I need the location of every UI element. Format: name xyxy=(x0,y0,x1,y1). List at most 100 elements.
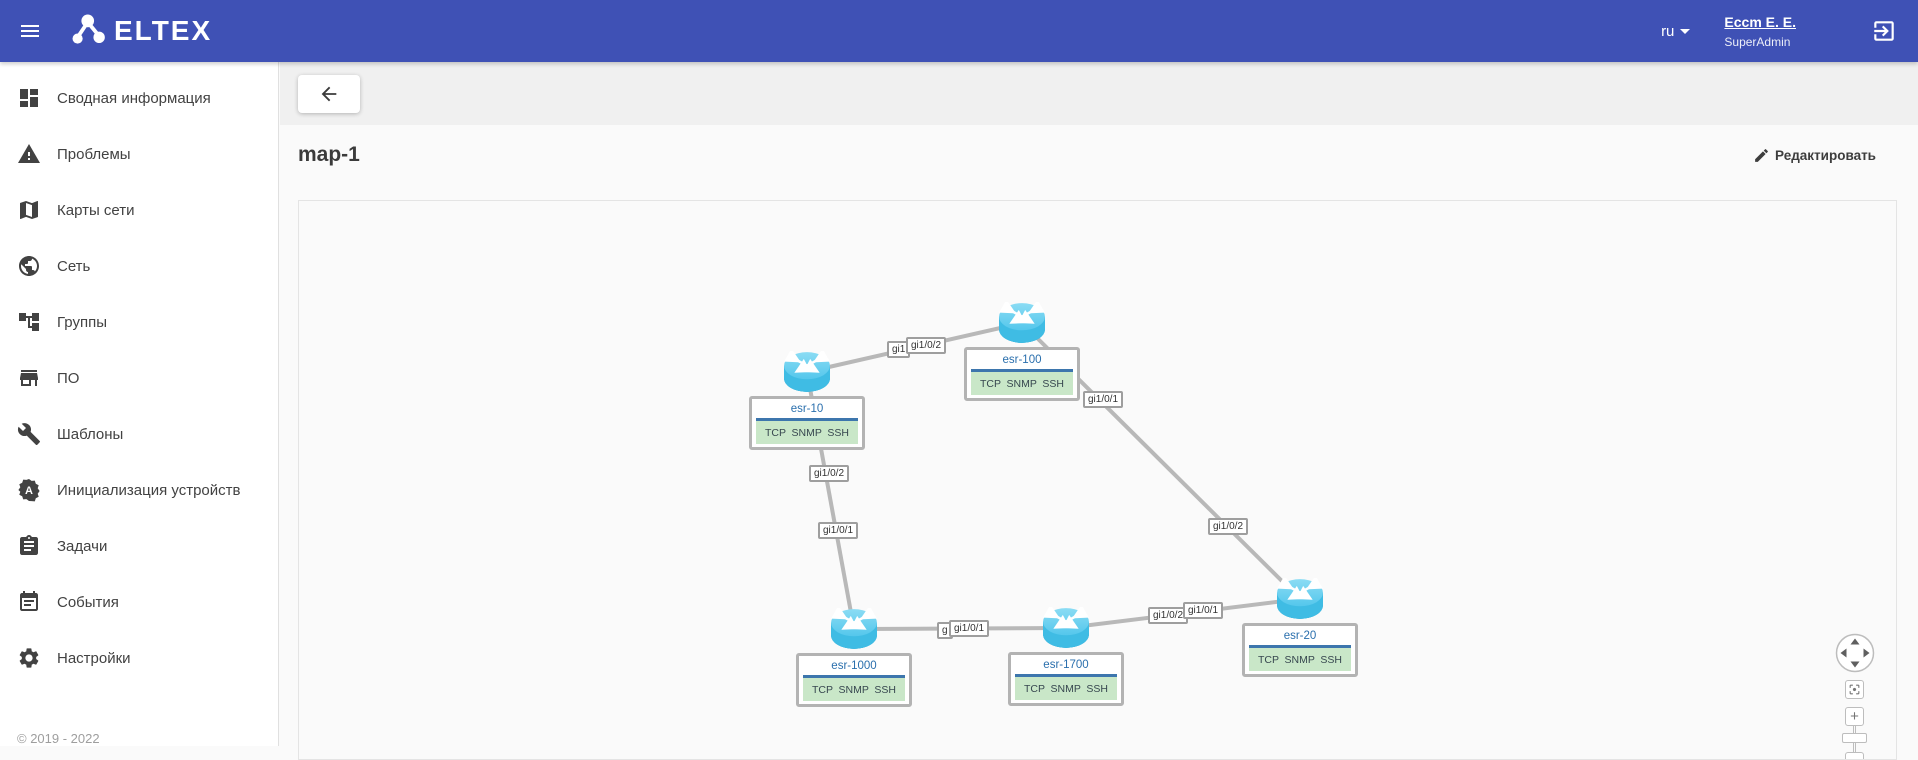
router-icon xyxy=(998,302,1046,344)
node-divider xyxy=(971,369,1073,372)
router-icon xyxy=(1042,607,1090,649)
wrench-icon xyxy=(17,423,40,445)
arrow-back-icon xyxy=(321,86,337,101)
sidebar-item-label: Проблемы xyxy=(57,145,131,163)
hamburger-icon xyxy=(21,25,39,37)
node-ports: TCP SNMP SSH xyxy=(756,421,858,444)
sidebar-item-settings[interactable]: Настройки xyxy=(0,630,278,686)
page-header-row: map-1 Редактировать xyxy=(280,125,1918,167)
sidebar-item-events[interactable]: События xyxy=(0,574,278,630)
link-port-label: gi1/0/2 xyxy=(809,465,850,482)
svg-text:A: A xyxy=(25,485,33,497)
port-badge: SSH xyxy=(874,683,896,696)
link-port-label: gi1/0/1 xyxy=(818,522,859,539)
port-badge: TCP xyxy=(1258,653,1279,666)
warning-icon xyxy=(18,144,40,163)
copyright: © 2019 - 2022 xyxy=(17,731,100,746)
port-badge: TCP xyxy=(765,426,786,439)
node-ports: TCP SNMP SSH xyxy=(1249,648,1351,671)
sidebar-item-summary[interactable]: Сводная информация xyxy=(0,70,278,126)
sidebar-item-software[interactable]: ПО xyxy=(0,350,278,406)
router-icon xyxy=(830,608,878,650)
node-divider xyxy=(1015,674,1117,677)
link-port-label: gi1/0/1 xyxy=(949,620,990,637)
sidebar-item-label: События xyxy=(57,593,119,611)
node-divider xyxy=(803,675,905,678)
toolbar xyxy=(280,62,1918,125)
port-badge: TCP xyxy=(980,377,1001,390)
globe-icon xyxy=(19,256,39,276)
sidebar-item-problems[interactable]: Проблемы xyxy=(0,126,278,182)
sidebar-item-groups[interactable]: Группы xyxy=(0,294,278,350)
link-port-label: gi1/0/2 xyxy=(1208,518,1249,535)
router-node-esr-20[interactable] xyxy=(1276,578,1324,625)
link-port-label: gi1/0/1 xyxy=(1083,391,1124,408)
sidebar-item-tasks[interactable]: Задачи xyxy=(0,518,278,574)
link-port-label: gi1/0/2 xyxy=(906,337,947,354)
logout-button[interactable] xyxy=(1862,9,1906,53)
calendar-icon xyxy=(20,591,38,611)
node-name: esr-20 xyxy=(1283,630,1317,642)
eltex-molecule-icon xyxy=(72,14,105,44)
fit-to-screen-button[interactable] xyxy=(1845,680,1864,699)
port-badge: SSH xyxy=(1320,653,1342,666)
tree-icon xyxy=(19,313,39,331)
sidebar-item-network[interactable]: Сеть xyxy=(0,238,278,294)
gear-icon xyxy=(19,648,39,668)
sidebar-item-label: Шаблоны xyxy=(57,425,124,443)
sidebar-item-network-maps[interactable]: Карты сети xyxy=(0,182,278,238)
dashboard-icon xyxy=(20,89,38,107)
user-role: SuperAdmin xyxy=(1724,34,1791,49)
hamburger-menu-button[interactable] xyxy=(8,9,52,53)
router-node-esr-1000[interactable] xyxy=(830,608,878,655)
link-port-label: gi1/0/1 xyxy=(1183,602,1224,619)
sidebar-item-templates[interactable]: Шаблоны xyxy=(0,406,278,462)
sidebar-item-label: Группы xyxy=(57,313,107,331)
node-divider xyxy=(756,418,858,421)
language-selector[interactable]: ru xyxy=(1661,22,1691,40)
network-map-canvas[interactable]: + − gi1gi1/0/2gi1/0/1gi1/0/2gi1/0/1gi1/0… xyxy=(298,200,1897,760)
back-button[interactable] xyxy=(298,74,360,113)
sidebar-item-label: Сеть xyxy=(57,257,91,275)
chevron-down-icon xyxy=(1680,28,1691,34)
port-badge: SNMP xyxy=(1050,682,1081,695)
port-badge: SNMP xyxy=(1284,653,1315,666)
port-badge: SNMP xyxy=(791,426,822,439)
user-name: Eccm E. E. xyxy=(1724,13,1796,30)
sidebar-item-label: Настройки xyxy=(57,649,131,667)
port-badge: SSH xyxy=(827,426,849,439)
store-icon xyxy=(20,370,38,386)
zoom-out-button[interactable]: − xyxy=(1845,752,1864,759)
clipboard-icon xyxy=(20,535,38,555)
edit-button-label: Редактировать xyxy=(1775,147,1876,163)
router-icon xyxy=(1276,578,1324,620)
port-badge: SNMP xyxy=(1006,377,1037,390)
router-node-esr-10[interactable] xyxy=(783,351,831,398)
router-node-esr-100[interactable] xyxy=(998,302,1046,349)
center-focus-icon xyxy=(1849,684,1860,695)
port-badge: SSH xyxy=(1042,377,1064,390)
edit-button[interactable]: Редактировать xyxy=(1753,147,1876,164)
pan-compass-icon xyxy=(1835,633,1875,673)
logout-icon xyxy=(1874,21,1894,41)
node-name: esr-1700 xyxy=(1043,659,1089,671)
zoom-slider-handle[interactable] xyxy=(1842,733,1867,743)
pan-control[interactable] xyxy=(1835,633,1875,673)
node-name: esr-1000 xyxy=(831,660,877,672)
language-value: ru xyxy=(1661,22,1675,40)
port-badge: SNMP xyxy=(838,683,869,696)
router-node-esr-1700[interactable] xyxy=(1042,607,1090,654)
user-menu[interactable]: Eccm E. E. SuperAdmin xyxy=(1724,14,1796,49)
eltex-logo: ELTEX xyxy=(70,13,212,49)
zoom-in-button[interactable]: + xyxy=(1845,707,1864,726)
port-badge: SSH xyxy=(1086,682,1108,695)
sidebar-item-label: Задачи xyxy=(57,537,108,555)
